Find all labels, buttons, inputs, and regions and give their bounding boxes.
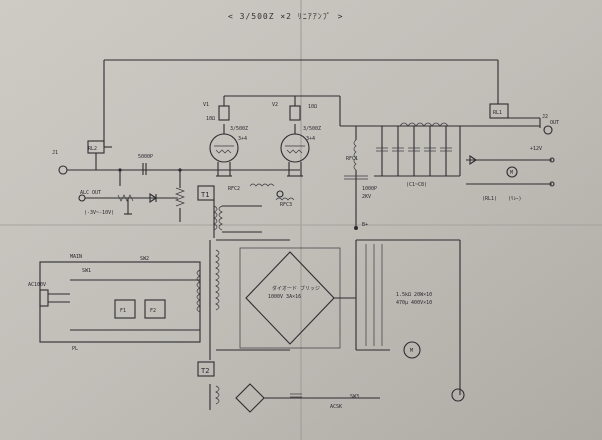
label-relay-out: (RL1) — [482, 196, 497, 202]
ac-input-section: AC100V MAIN SW1 SW2 F1 F2 PL — [28, 254, 201, 352]
diagram-title: < 3/500Z ×2 ﾘﾆｱｱﾝﾌﾟ > — [228, 12, 343, 21]
label-c-2kv: 2KV — [362, 194, 371, 200]
label-coil: (C1~C8) — [406, 182, 427, 188]
pi-network: (C1~C8) — [374, 122, 461, 188]
output-section: RL1 J2 OUT M (ﾘﾚｰ) (RL1) +12V — [466, 103, 559, 202]
label-meter-top: M — [510, 170, 513, 176]
tube-v1: V1 3/500Z 3+4 10Ω — [203, 102, 248, 177]
label-sw3: SW3 — [350, 394, 359, 400]
terminal-top-icon — [549, 157, 555, 163]
alc-section: ALC OUT (-3V~-10V) — [78, 190, 178, 216]
label-meter-hv: M — [410, 348, 413, 354]
label-bridge-rating: 1000V 3A×16 — [268, 294, 301, 300]
label-v2-type: 3/500Z — [303, 126, 321, 132]
label-hv-note: 1.5kΩ 20W×10 — [396, 292, 432, 298]
label-j1: J1 — [52, 150, 58, 156]
small-bridge-diamond — [235, 383, 265, 413]
label-b-plus: B+ — [362, 222, 368, 228]
relay-supply-section: T2 ACSK SW3 — [197, 361, 380, 413]
label-ten-ohm-2: 10Ω — [308, 104, 317, 110]
label-out-note: (ﾘﾚｰ) — [508, 196, 522, 202]
label-cap-note: 470μ 400V×10 — [396, 300, 432, 306]
t2-box — [197, 361, 215, 377]
label-v1-type: 3/500Z — [230, 126, 248, 132]
tube-v2: V2 3/500Z 3+4 10Ω — [272, 102, 321, 177]
label-sw2: SW2 — [140, 256, 149, 262]
label-rfc3: RFC3 — [280, 202, 292, 208]
label-c-1000p: 1000P — [362, 186, 377, 192]
label-c5000p: 5000P — [138, 154, 153, 160]
label-alc-range: (-3V~-10V) — [84, 210, 114, 216]
label-alc-out: ALC OUT — [80, 190, 101, 196]
label-fuse2: F2 — [150, 308, 156, 314]
label-sw1: SW1 — [82, 268, 91, 274]
meter-hv-icon — [403, 341, 421, 359]
label-rfc2: RFC2 — [228, 186, 240, 192]
label-v2: V2 — [272, 102, 278, 108]
connector-j2-icon — [543, 125, 553, 135]
meter-lamp-icon — [451, 388, 465, 402]
label-rg: ACSK — [330, 404, 342, 410]
transformer-t1: T1 — [197, 185, 262, 238]
fuse-box-2 — [144, 299, 166, 319]
label-ten-ohm-1: 10Ω — [206, 116, 215, 122]
label-fuse1: F1 — [120, 308, 126, 314]
label-rfc1: RFC1 — [346, 156, 358, 162]
label-plus: +12V — [530, 146, 542, 152]
label-ac100v: AC100V — [28, 282, 46, 288]
terminal-bottom-icon — [549, 181, 555, 187]
label-main: MAIN — [70, 254, 82, 260]
label-rl1: RL1 — [493, 110, 502, 116]
label-j2: J2 — [542, 114, 548, 120]
rfc1-and-feed: RFC1 1000P 2KV B+ — [344, 126, 377, 230]
t1-box — [197, 185, 215, 201]
fuse-box-1 — [114, 299, 136, 319]
label-bridge: ダイオード ブリッジ — [272, 285, 320, 292]
label-pilot: PL — [72, 346, 78, 352]
label-t2: T2 — [201, 367, 209, 375]
relay-rl1-box — [489, 103, 509, 119]
label-rl2: RL2 — [88, 146, 97, 152]
label-v1-sub: 3+4 — [238, 136, 247, 142]
label-t1: T1 — [201, 191, 209, 199]
bridge-diamond — [245, 251, 335, 345]
label-v1: V1 — [203, 102, 209, 108]
rf-input-section: J1 RL2 5000P — [52, 59, 499, 222]
label-v2-sub: 3+4 — [306, 136, 315, 142]
label-j2-out: OUT — [550, 120, 559, 126]
hv-supply-section: ダイオード ブリッジ 1000V 3A×16 1.5kΩ 20W×10 470μ… — [196, 239, 465, 402]
